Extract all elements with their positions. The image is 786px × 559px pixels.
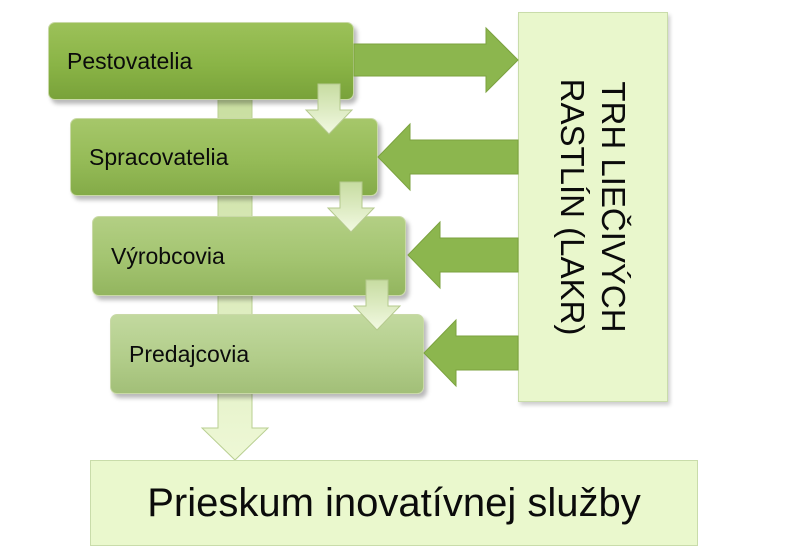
node-processors-label: Spracovatelia bbox=[89, 143, 229, 170]
market-box: TRH LIEČIVÝCH RASTLÍN (LAKR) bbox=[518, 12, 668, 402]
node-growers-label: Pestovatelia bbox=[67, 47, 193, 74]
node-producers-label: Výrobcovia bbox=[111, 242, 225, 269]
node-growers: Pestovatelia bbox=[48, 22, 354, 100]
survey-label: Prieskum inovatívnej služby bbox=[147, 480, 641, 525]
node-sellers-label: Predajcovia bbox=[129, 340, 250, 367]
left-arrow-market-to-processors bbox=[377, 122, 519, 192]
left-arrow-market-to-producers bbox=[407, 220, 519, 290]
right-arrow-growers-to-market bbox=[353, 26, 519, 94]
left-arrow-market-to-sellers bbox=[423, 318, 519, 388]
down-arrow-growers-to-processors bbox=[304, 83, 354, 135]
down-arrow-producers-to-sellers bbox=[352, 279, 402, 331]
survey-box: Prieskum inovatívnej služby bbox=[90, 460, 698, 546]
node-sellers: Predajcovia bbox=[110, 314, 424, 394]
down-arrow-processors-to-producers bbox=[326, 181, 376, 233]
